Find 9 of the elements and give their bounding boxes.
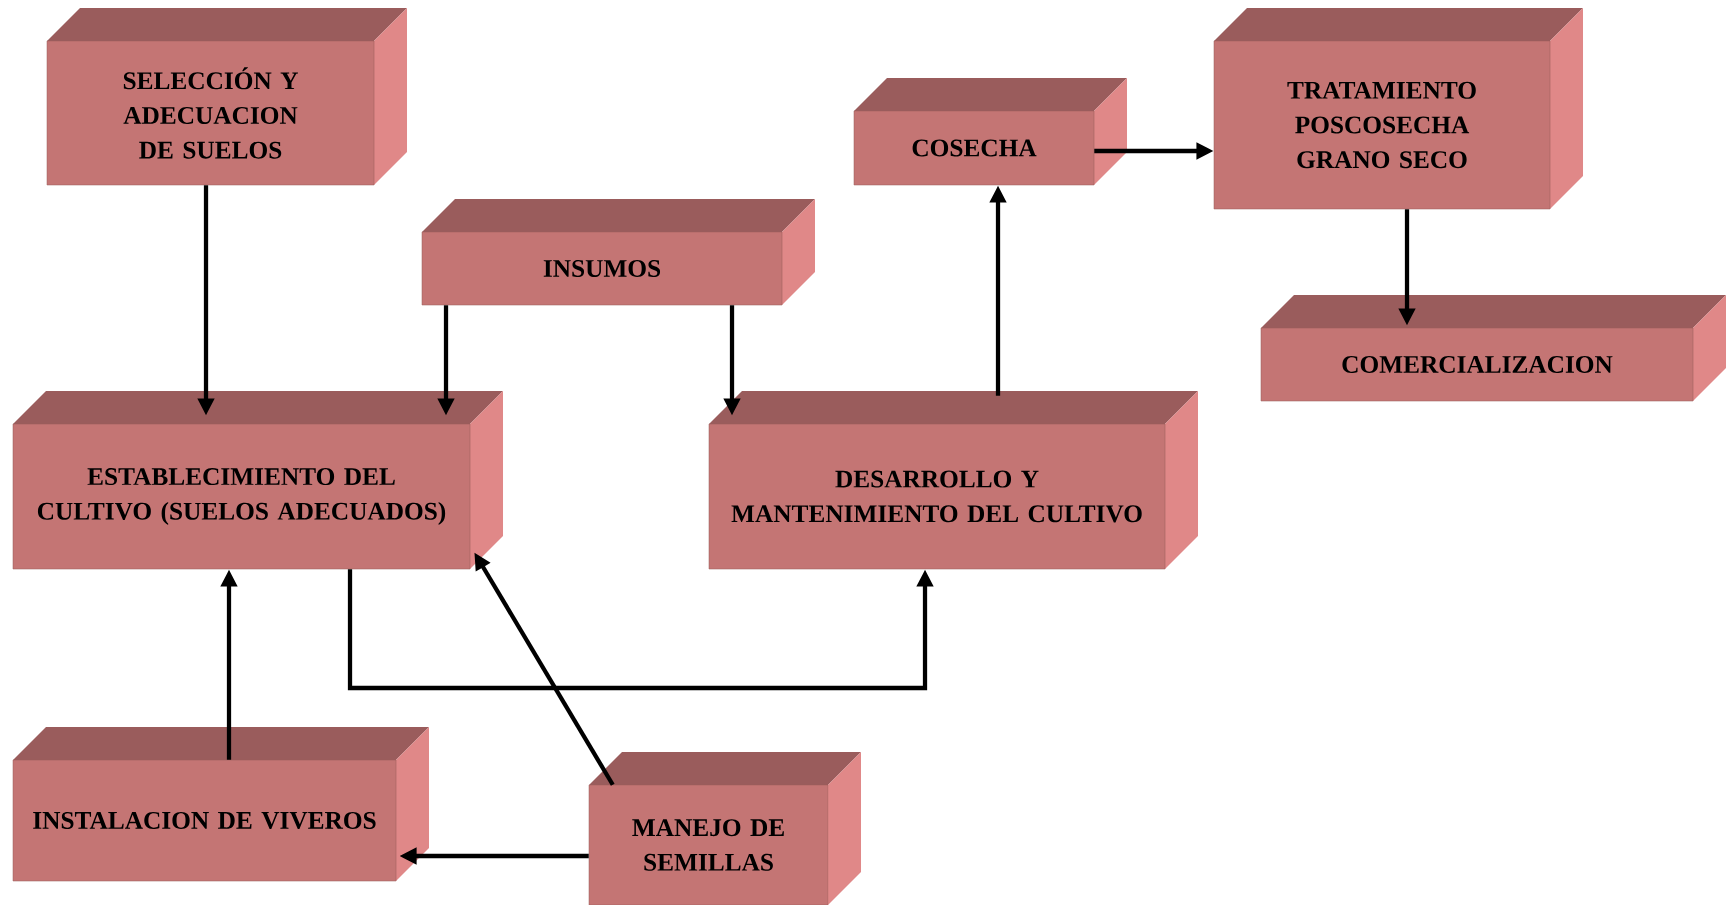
block-3d: SELECCIÓN Y ADECUACION DE SUELOS: [46, 8, 407, 186]
block-3d: MANEJO DE SEMILLAS: [588, 752, 861, 905]
block-3d: DESARROLLO Y MANTENIMIENTO DEL CULTIVO: [708, 391, 1198, 570]
block-3d: ESTABLECIMIENTO DEL CULTIVO (SUELOS ADECUADOS): [12, 391, 503, 570]
block-3d: INSTALACION DE VIVEROS: [12, 727, 429, 882]
block-3d: INSUMOS: [421, 199, 815, 306]
block-3d: COSECHA: [853, 78, 1127, 186]
block-3d: TRATAMIENTO POSCOSECHA GRANO SECO: [1213, 8, 1583, 210]
block-3d: COMERCIALIZACION: [1260, 295, 1726, 402]
